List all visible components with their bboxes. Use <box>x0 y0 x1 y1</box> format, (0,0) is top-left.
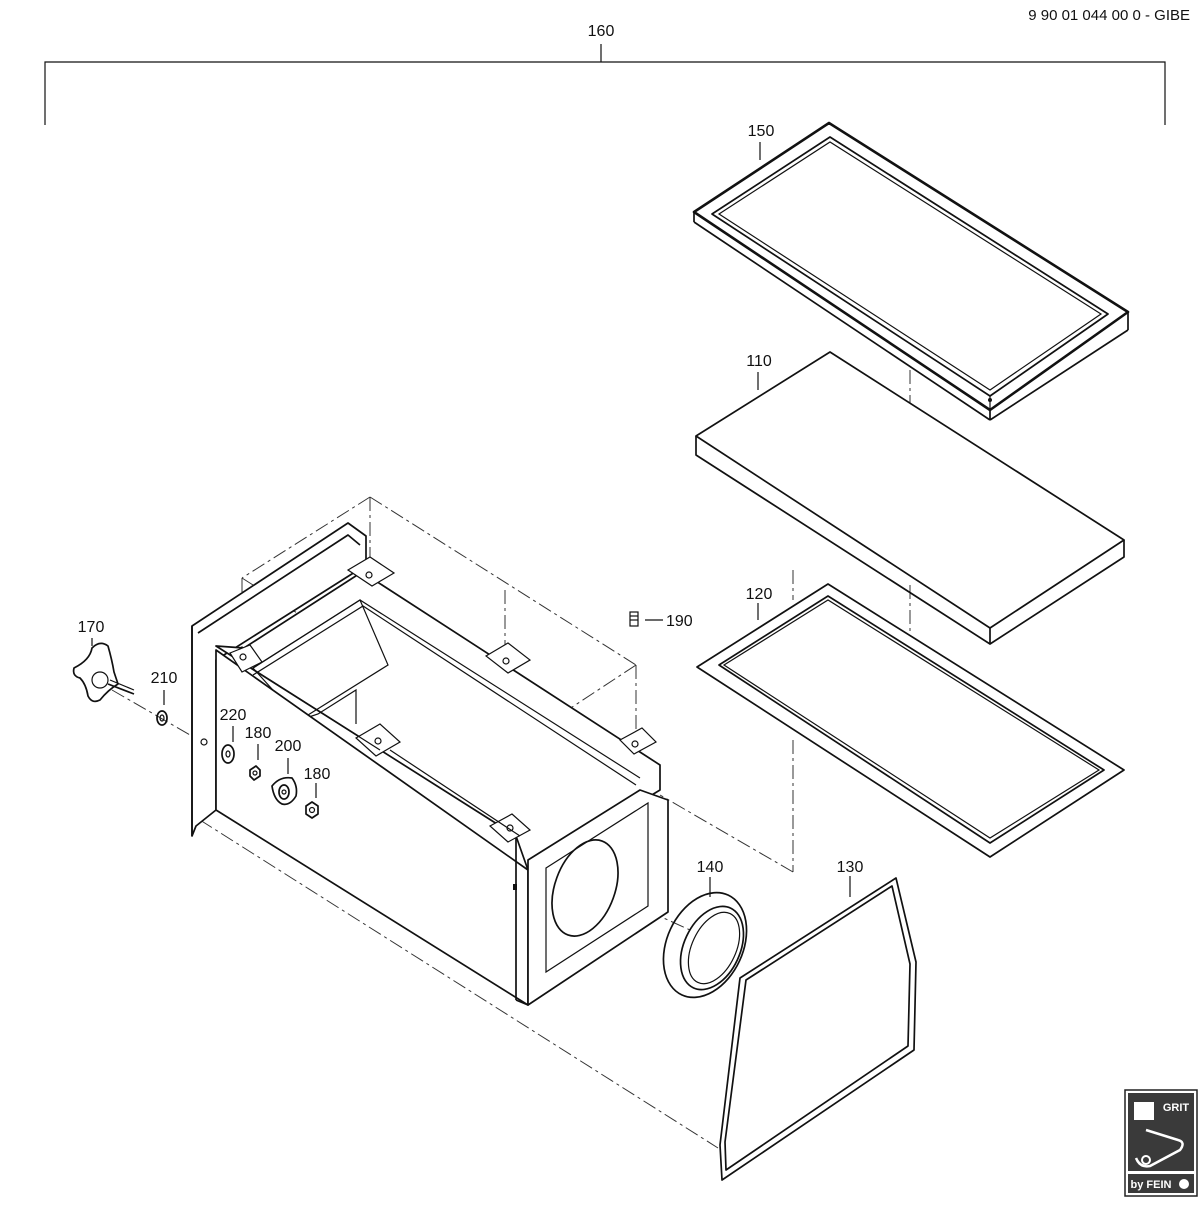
brand-logo: GRIT by FEIN <box>1124 1089 1198 1197</box>
grub-screw-190: 190 <box>629 611 693 630</box>
label-170: 170 <box>78 619 105 636</box>
logo-byfein-text: by FEIN <box>1131 1179 1172 1191</box>
label-110: 110 <box>746 353 772 370</box>
label-180-right: 180 <box>304 766 331 783</box>
label-140: 140 <box>697 859 724 876</box>
label-150: 150 <box>748 123 775 140</box>
label-210: 210 <box>151 670 178 687</box>
document-number: 9 90 01 044 00 0 - GIBE <box>1028 7 1190 24</box>
housing-box <box>191 522 669 1006</box>
label-120: 120 <box>746 586 773 603</box>
filter-pad-110: 110 <box>695 351 1125 645</box>
star-knob-170: 170 <box>72 619 135 703</box>
label-220: 220 <box>220 707 247 724</box>
gasket-frame-120: 120 <box>696 583 1125 858</box>
washer-210: 210 <box>151 670 178 726</box>
label-160: 160 <box>588 23 615 40</box>
seal-strip-130: 130 <box>719 859 917 1181</box>
nut-180-left: 180 <box>245 725 272 781</box>
label-130: 130 <box>837 859 864 876</box>
label-180-left: 180 <box>245 725 272 742</box>
label-200: 200 <box>275 738 302 755</box>
assembly-bracket: 160 <box>44 23 1166 125</box>
logo-grit-text: GRIT <box>1163 1102 1190 1114</box>
filter-frame-150: 150 <box>692 121 1130 421</box>
clamp-lever-200: 200 <box>271 738 302 806</box>
nut-180-right: 180 <box>304 766 331 819</box>
label-190: 190 <box>666 613 693 630</box>
grommet-140: 140 <box>662 859 748 999</box>
washer-220: 220 <box>220 707 247 764</box>
